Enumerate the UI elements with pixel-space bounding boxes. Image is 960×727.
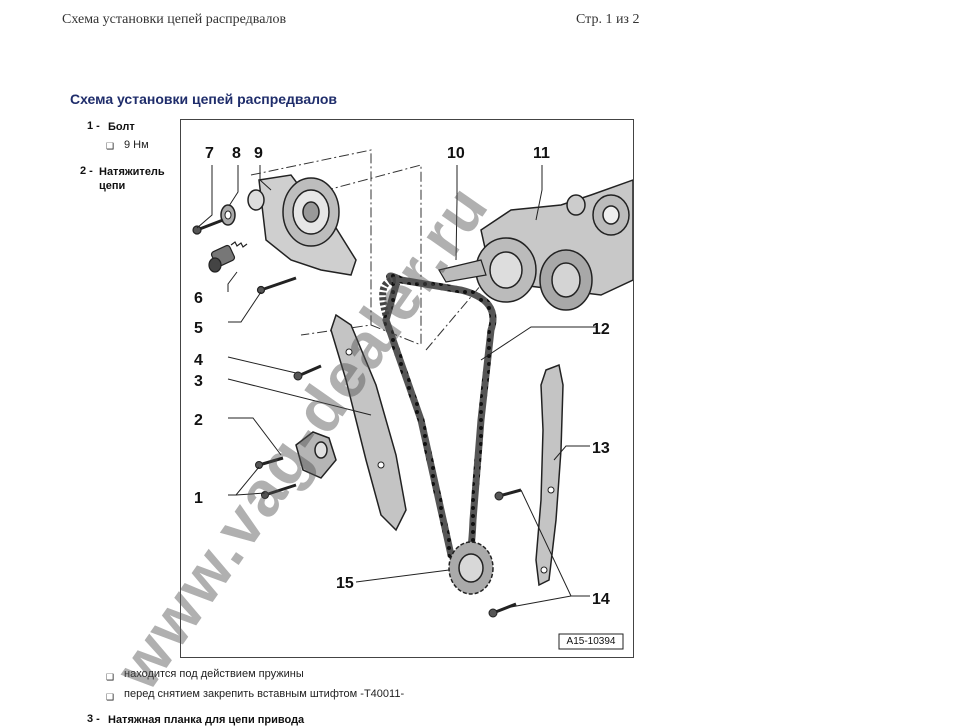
- callout-11: 11: [533, 145, 550, 162]
- item-1-number: 1 -: [87, 120, 100, 132]
- document-title: Схема установки цепей распредвалов: [70, 91, 337, 107]
- callout-5: 5: [194, 320, 203, 337]
- item-1-torque: 9 Нм: [124, 139, 149, 151]
- callout-6: 6: [194, 290, 203, 307]
- page-header-title: Схема установки цепей распредвалов: [62, 12, 287, 27]
- item-3-number: 3 -: [87, 713, 100, 725]
- callout-8: 8: [232, 145, 241, 162]
- callout-4: 4: [194, 352, 203, 369]
- figure-code: A15-10394: [566, 636, 616, 647]
- item-3-label: Натяжная планка для цепи привода: [108, 714, 305, 726]
- callout-14: 14: [592, 591, 610, 608]
- item-1-label: Болт: [108, 121, 135, 133]
- callout-3: 3: [194, 373, 203, 390]
- camshaft-adjuster-part: [247, 174, 357, 276]
- callout-2: 2: [194, 412, 203, 429]
- callout-9: 9: [254, 145, 263, 162]
- page-number: Стр. 1 из 2: [576, 12, 640, 27]
- bullet-icon: ❑: [106, 141, 115, 151]
- bullet-icon: ❑: [106, 672, 115, 682]
- callout-13: 13: [592, 440, 610, 457]
- callout-12: 12: [592, 321, 610, 338]
- item-2-number: 2 -: [80, 165, 93, 177]
- callout-15: 15: [336, 575, 354, 592]
- camshaft-housing-part: [475, 179, 633, 311]
- timing-chain-diagram: 7 8 9 10 11 6 5 12 4 3 2 13 1 15 14 A15-…: [180, 119, 634, 658]
- item-2-note-1: находится под действием пружины: [124, 668, 304, 680]
- callout-1: 1: [194, 490, 203, 507]
- item-2-note-2: перед снятием закрепить вставным штифтом…: [124, 688, 405, 700]
- bullet-icon: ❑: [106, 692, 115, 702]
- item-2-label: Натяжитель цепи: [99, 166, 165, 192]
- callout-10: 10: [447, 145, 465, 162]
- callout-7: 7: [205, 145, 214, 162]
